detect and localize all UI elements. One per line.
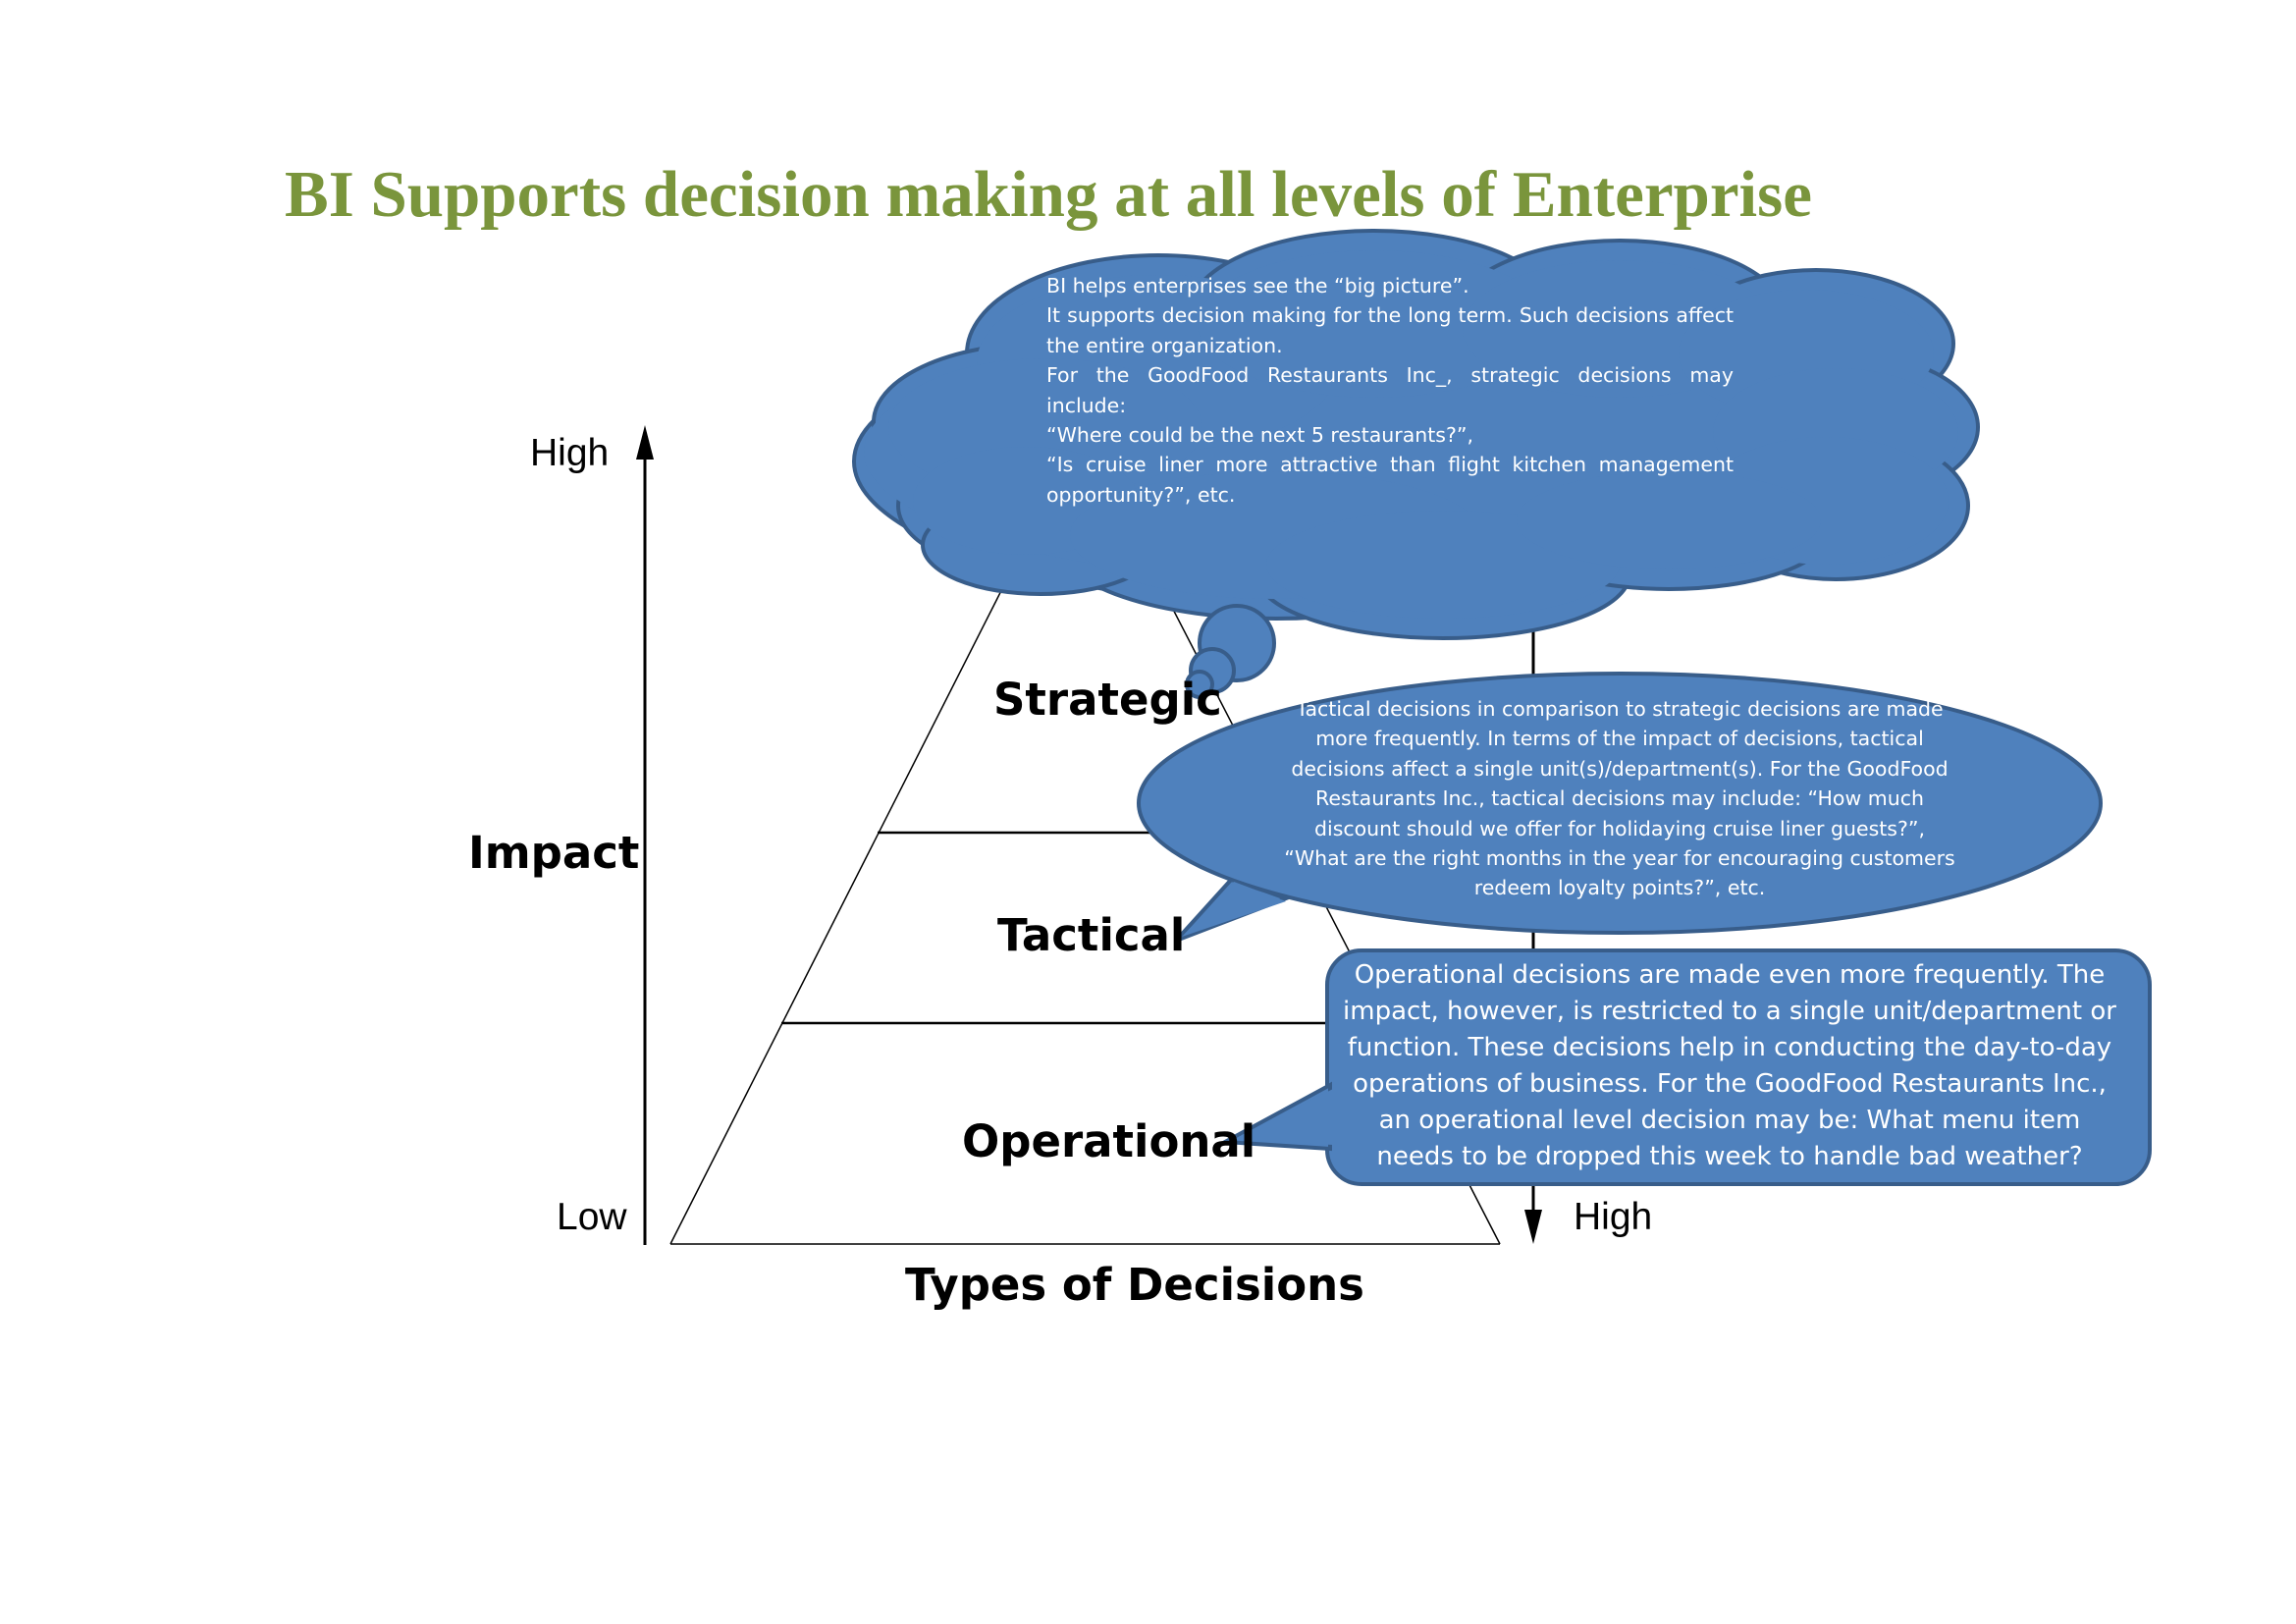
impact-high-label: High	[530, 432, 610, 474]
impact-low-label: Low	[557, 1196, 627, 1238]
frequency-high-label: High	[1574, 1196, 1653, 1238]
tactical-oval-callout	[1137, 672, 2103, 943]
operational-rect-callout	[1217, 948, 2152, 1186]
frequency-axis-arrowhead	[1524, 1210, 1542, 1244]
strategic-line: For the GoodFood Restaurants Inc_, strat…	[1046, 363, 1734, 417]
impact-axis-label: Impact	[468, 827, 640, 879]
page-title: BI Supports decision making at all level…	[285, 158, 1812, 231]
strategic-line: “Is cruise liner more attractive than fl…	[1046, 453, 1734, 507]
operational-level-label: Operational	[962, 1115, 1256, 1167]
impact-axis-arrowhead	[636, 425, 654, 460]
strategic-callout-text: BI helps enterprises see the “big pictur…	[1046, 271, 1734, 510]
strategic-line: It supports decision making for the long…	[1046, 303, 1734, 357]
strategic-line: “Where could be the next 5 restaurants?”…	[1046, 423, 1474, 448]
strategic-cloud-fill	[864, 250, 1958, 619]
tactical-callout-text: Tactical decisions in comparison to stra…	[1284, 697, 1955, 900]
operational-callout-text: Operational decisions are made even more…	[1343, 960, 2116, 1171]
strategic-line: BI helps enterprises see the “big pictur…	[1046, 274, 1469, 298]
tactical-level-label: Tactical	[997, 909, 1186, 961]
strategic-level-label: Strategic	[993, 674, 1222, 726]
types-of-decisions-label: Types of Decisions	[905, 1259, 1364, 1311]
